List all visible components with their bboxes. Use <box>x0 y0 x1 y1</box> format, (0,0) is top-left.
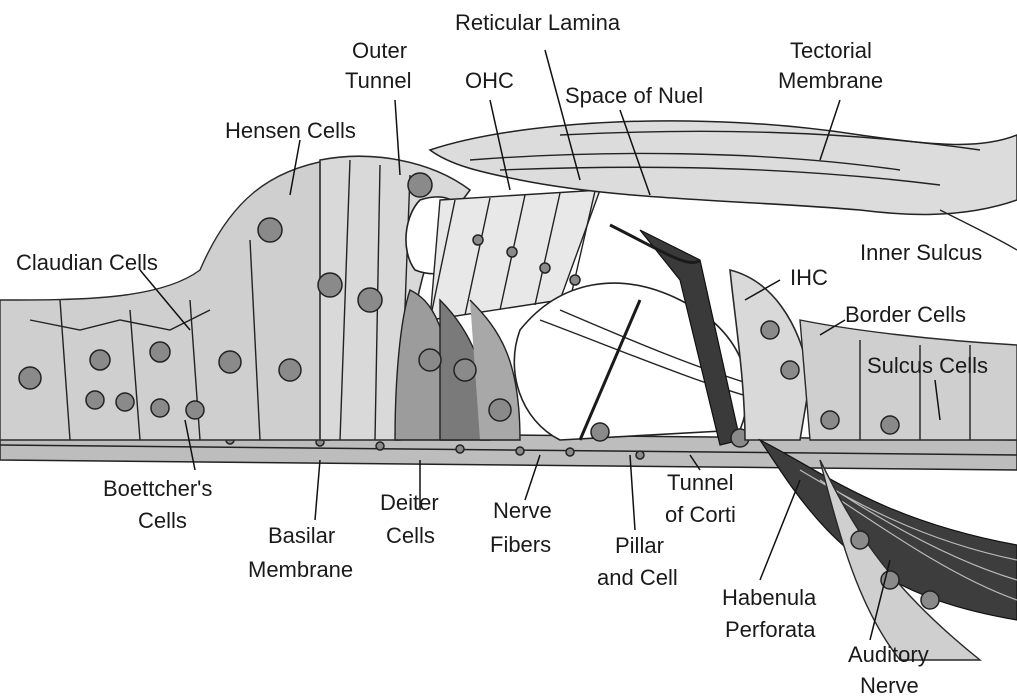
label-reticular-lamina: Reticular Lamina <box>455 10 621 35</box>
label-basilar-line2: Membrane <box>248 557 353 582</box>
label-inner-sulcus: Inner Sulcus <box>860 240 982 265</box>
label-boettchers-line2: Cells <box>138 508 187 533</box>
border-sulcus-cells <box>800 320 1017 440</box>
label-auditory-line2: Nerve <box>860 673 919 698</box>
label-tunnel-corti-line1: Tunnel <box>667 470 733 495</box>
label-deiter-line1: Deiter <box>380 490 439 515</box>
label-outer-tunnel-line2: Tunnel <box>345 68 411 93</box>
label-habenula-line2: Perforata <box>725 617 816 642</box>
label-claudian-cells: Claudian Cells <box>16 250 158 275</box>
label-ihc: IHC <box>790 265 828 290</box>
label-auditory-line1: Auditory <box>848 642 929 667</box>
label-pillar-line2: and Cell <box>597 565 678 590</box>
label-tectorial-line1: Tectorial <box>790 38 872 63</box>
label-sulcus-cells: Sulcus Cells <box>867 353 988 378</box>
label-nerve-fibers-line1: Nerve <box>493 498 552 523</box>
label-ohc: OHC <box>465 68 514 93</box>
label-boettchers-line1: Boettcher's <box>103 476 212 501</box>
label-border-cells: Border Cells <box>845 302 966 327</box>
label-tunnel-corti-line2: of Corti <box>665 502 736 527</box>
label-tectorial-line2: Membrane <box>778 68 883 93</box>
label-nerve-fibers-line2: Fibers <box>490 532 551 557</box>
label-hensen-cells: Hensen Cells <box>225 118 356 143</box>
label-space-of-nuel: Space of Nuel <box>565 83 703 108</box>
label-habenula-line1: Habenula <box>722 585 817 610</box>
label-outer-tunnel-line1: Outer <box>352 38 407 63</box>
label-basilar-line1: Basilar <box>268 523 335 548</box>
label-deiter-line2: Cells <box>386 523 435 548</box>
label-pillar-line1: Pillar <box>615 533 664 558</box>
